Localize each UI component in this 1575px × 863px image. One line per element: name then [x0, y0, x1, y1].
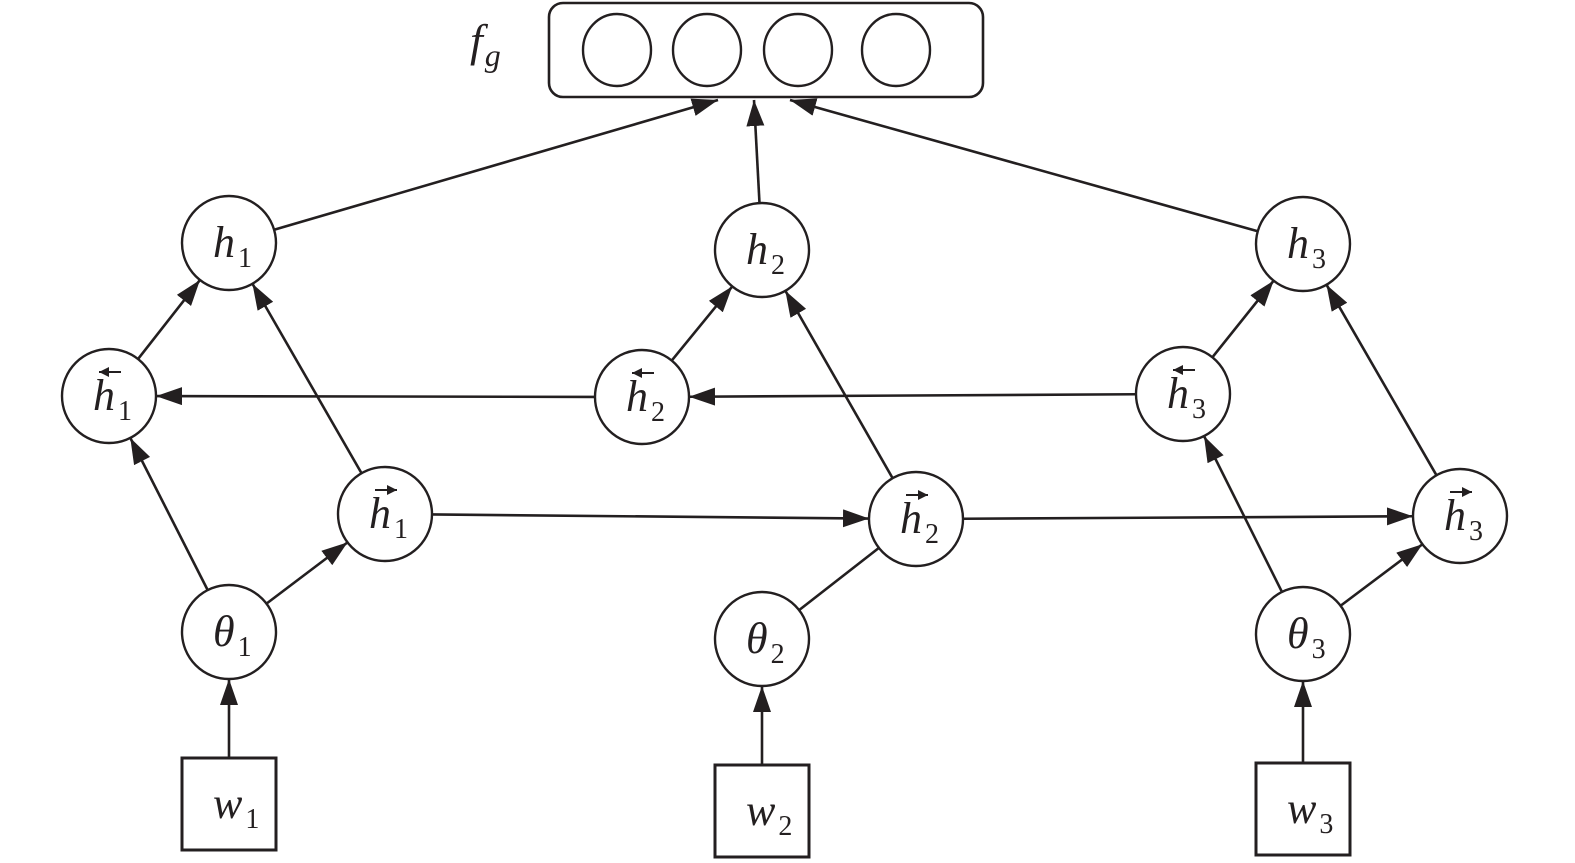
- node-circle: [60, 347, 158, 445]
- fg-output-layer: fg: [470, 1, 985, 99]
- edge-hb3-to-h3: [1211, 279, 1275, 359]
- edge-hb1-to-h1: [136, 279, 202, 360]
- node-circle: [1254, 585, 1352, 683]
- word-input-box: [713, 763, 811, 859]
- fg-unit: [762, 12, 834, 88]
- edge-hf2-to-hf3: [962, 507, 1414, 526]
- edge-t3-to-hb3: [1202, 435, 1284, 593]
- node-circle: [713, 201, 811, 299]
- node-circle: [867, 470, 965, 568]
- node-circle: [180, 583, 278, 681]
- fg-unit: [860, 12, 932, 88]
- edge-hb2-to-hb1: [155, 387, 596, 406]
- edge-hf1-to-hf2: [431, 509, 870, 528]
- edge-hb3-to-hb2: [688, 387, 1137, 406]
- edge-h3-to-fg: [789, 98, 1259, 233]
- node-circle: [1411, 467, 1509, 565]
- fg-unit: [671, 12, 743, 88]
- edge-hb2-to-h2: [670, 285, 734, 362]
- edge-hf2-to-h2: [784, 290, 894, 479]
- edge-t2-to-hf2: [798, 546, 880, 612]
- node-circle: [1134, 345, 1232, 443]
- node-circle: [336, 465, 434, 563]
- node-circle: [593, 348, 691, 446]
- node-circle: [180, 194, 278, 292]
- word-input-box: [180, 756, 278, 852]
- edge-t3-to-hf3: [1339, 543, 1424, 607]
- edges-layer: [129, 98, 1438, 765]
- edge-t1-to-hb1: [129, 437, 209, 591]
- edge-h1-to-fg: [273, 98, 719, 232]
- word-input-box: [1254, 761, 1352, 857]
- fg-label: fg: [470, 15, 501, 73]
- fg-units: [581, 12, 932, 88]
- edge-hf3-to-h3: [1325, 284, 1438, 476]
- fg-unit: [581, 12, 653, 88]
- edge-hf1-to-h1: [251, 283, 363, 474]
- node-circle: [1254, 195, 1352, 293]
- edge-t1-to-hf1: [265, 541, 349, 605]
- node-circle: [713, 590, 811, 688]
- edge-h2-to-fg: [746, 99, 765, 204]
